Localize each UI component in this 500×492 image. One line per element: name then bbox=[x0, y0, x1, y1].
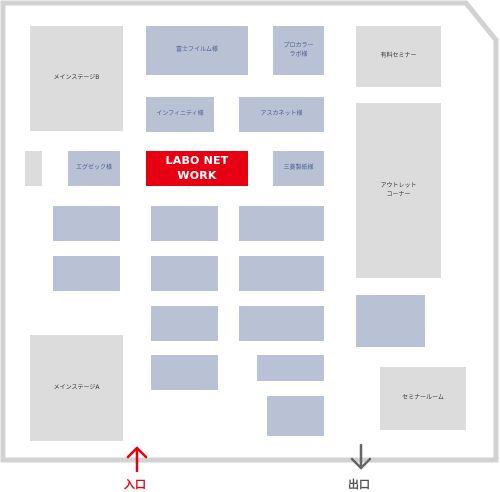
paid-seminar-label: 有料セミナー bbox=[380, 52, 417, 60]
main-stage-b[interactable]: メインステージB bbox=[30, 26, 123, 131]
booth-empty[interactable] bbox=[53, 256, 120, 291]
arrow-up-icon bbox=[126, 446, 148, 472]
booth-fujifilm-label: 富士フイルム様 bbox=[176, 46, 218, 54]
booth-egzec-label: エグゼック様 bbox=[75, 164, 112, 172]
booth-labo-network-logo[interactable]: LABO NET WORK bbox=[146, 151, 248, 186]
booth-empty[interactable] bbox=[257, 355, 324, 381]
booth-empty[interactable] bbox=[239, 256, 324, 291]
booth-fujifilm[interactable]: 富士フイルム様 bbox=[146, 26, 248, 75]
booth-empty[interactable] bbox=[151, 306, 218, 341]
booth-pro-color-lab-label: プロカラー ラボ様 bbox=[283, 42, 314, 58]
seminar-room[interactable]: セミナールーム bbox=[380, 367, 466, 430]
booth-egzec[interactable]: エグゼック様 bbox=[68, 151, 120, 186]
outlet-corner-label: アウトレット コーナー bbox=[380, 182, 417, 198]
main-stage-b-label: メインステージB bbox=[53, 74, 100, 82]
booth-empty[interactable] bbox=[151, 355, 218, 390]
booth-empty[interactable] bbox=[151, 256, 218, 291]
main-stage-a-label: メインステージA bbox=[53, 383, 100, 391]
paid-seminar-room[interactable]: 有料セミナー bbox=[356, 26, 441, 87]
booth-infinity[interactable]: インフィニティ様 bbox=[146, 97, 214, 132]
booth-ascanet[interactable]: アスカネット様 bbox=[239, 97, 324, 132]
booth-empty[interactable] bbox=[239, 206, 324, 241]
arrow-down-icon bbox=[350, 444, 372, 470]
labo-network-logo-text: LABO NET WORK bbox=[165, 153, 229, 182]
booth-infinity-label: インフィニティ様 bbox=[156, 110, 204, 118]
pillar bbox=[25, 151, 42, 186]
booth-ascanet-label: アスカネット様 bbox=[260, 110, 303, 118]
seminar-room-label: セミナールーム bbox=[402, 394, 444, 402]
booth-empty[interactable] bbox=[356, 295, 425, 347]
booth-empty[interactable] bbox=[151, 206, 218, 241]
entrance-label: 入口 bbox=[124, 478, 146, 491]
exit-label: 出口 bbox=[348, 478, 370, 491]
booth-sanryo[interactable]: 三菱製紙様 bbox=[273, 151, 324, 186]
outlet-corner[interactable]: アウトレット コーナー bbox=[356, 103, 441, 278]
booth-sanryo-label: 三菱製紙様 bbox=[283, 164, 314, 172]
main-stage-a[interactable]: メインステージA bbox=[30, 335, 123, 441]
booth-empty[interactable] bbox=[239, 306, 324, 341]
booth-empty[interactable] bbox=[267, 396, 324, 436]
booth-empty[interactable] bbox=[53, 206, 120, 241]
booth-pro-color-lab[interactable]: プロカラー ラボ様 bbox=[273, 26, 324, 75]
